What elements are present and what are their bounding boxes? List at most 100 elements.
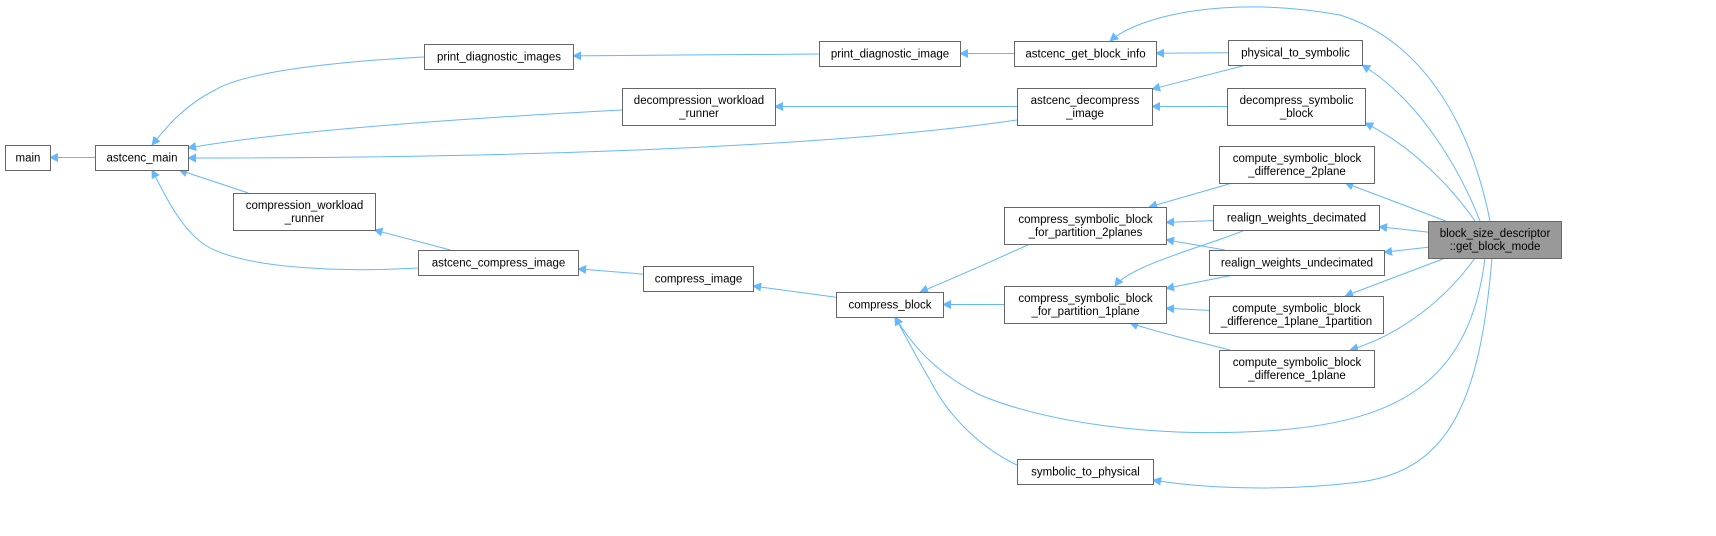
edge-get_block_mode-to-decompress_symbolic_block [1364,122,1476,222]
node-compression_workload_runner[interactable]: compression_workload_runner [233,193,376,231]
edge-print_diagnostic_images-to-astcenc_main [151,56,425,146]
node-box [1209,296,1384,334]
node-label: _runner [678,108,719,120]
node-label: _difference_1plane [1247,370,1346,382]
node-label: astcenc_main [107,153,178,165]
node-label: print_diagnostic_images [437,52,561,64]
node-box [622,88,776,126]
node-label: ::get_block_mode [1450,241,1541,253]
node-label: main [16,153,41,165]
edge-print_diagnostic_image-to-print_diagnostic_images [572,51,820,61]
node-csbd_1plane_1partition[interactable]: compute_symbolic_block_difference_1plane… [1209,296,1384,334]
node-compress_image[interactable]: compress_image [643,266,754,292]
edge-get_block_mode-to-symbolic_to_physical [1152,257,1493,489]
node-csbd_2plane[interactable]: compute_symbolic_block_difference_2plane [1219,146,1375,184]
node-label: compress_block [848,300,931,312]
node-csbd_1plane[interactable]: compute_symbolic_block_difference_1plane [1219,350,1375,388]
node-layer: main astcenc_main print_diagnostic_imagesd… [5,40,1562,485]
edge-get_block_mode-to-astcenc_get_block_info [1109,6,1491,222]
node-realign_weights_decimated[interactable]: realign_weights_decimated [1213,205,1380,231]
edge-get_block_mode-to-realign_weights_undecimated [1383,246,1429,256]
node-print_diagnostic_images[interactable]: print_diagnostic_images [424,44,574,70]
node-box [418,250,579,276]
node-box [1219,350,1375,388]
node-label: astcenc_get_block_info [1025,49,1145,61]
edge-realign_weights_undecimated-to-compress_2planes [1165,236,1226,251]
node-box [1227,88,1366,126]
node-print_diagnostic_image[interactable]: print_diagnostic_image [819,41,961,67]
node-box [1014,41,1157,67]
node-box [1228,40,1363,66]
edge-get_block_mode-to-realign_weights_decimated [1378,223,1429,233]
node-physical_to_symbolic[interactable]: physical_to_symbolic [1228,40,1363,66]
node-label: astcenc_compress_image [432,258,566,270]
node-astcenc_main[interactable]: astcenc_main [95,145,189,171]
node-astcenc_decompress_image[interactable]: astcenc_decompress_image [1017,88,1153,126]
edge-decompression_workload_runner-to-astcenc_main [187,109,623,152]
node-box [836,292,944,318]
node-label: _difference_2plane [1247,166,1346,178]
node-realign_weights_undecimated[interactable]: realign_weights_undecimated [1209,250,1385,276]
node-label: realign_weights_decimated [1227,213,1366,225]
edge-compress_2planes-to-compress_block [919,243,1031,294]
node-box [5,145,51,171]
node-label: compute_symbolic_block [1233,357,1362,369]
node-box [1213,205,1380,231]
edge-csbd_1plane-to-compress_1plane [1129,321,1231,351]
node-decompress_symbolic_block[interactable]: decompress_symbolic_block [1227,88,1366,126]
edge-compress_image-to-astcenc_compress_image [577,265,644,275]
node-box [1004,207,1167,245]
node-box [424,44,574,70]
node-label: _image [1065,108,1104,120]
node-main[interactable]: main [5,145,51,171]
node-label: compression_workload [246,200,364,212]
node-compress_1plane[interactable]: compress_symbolic_block_for_partition_1p… [1004,286,1167,324]
node-label: _runner [284,213,325,225]
node-box [1209,250,1385,276]
edge-symbolic_to_physical-to-compress_block [894,316,1018,466]
node-compress_block[interactable]: compress_block [836,292,944,318]
node-label: compress_symbolic_block [1018,293,1152,305]
edge-astcenc_compress_image-to-astcenc_main [151,169,419,271]
node-label: astcenc_decompress [1031,95,1140,107]
node-box [1219,146,1375,184]
node-box [643,266,754,292]
node-label: print_diagnostic_image [831,49,949,61]
edge-csbd_2plane-to-compress_2planes [1148,182,1233,210]
edge-compress_block-to-compress_image [752,282,837,298]
node-label: physical_to_symbolic [1241,48,1350,60]
node-get_block_mode[interactable]: block_size_descriptor::get_block_mode [1428,221,1562,259]
edge-get_block_mode-to-csbd_1plane [1349,257,1476,352]
node-compress_2planes[interactable]: compress_symbolic_block_for_partition_2p… [1004,207,1167,245]
node-label: _difference_1plane_1partition [1220,316,1372,328]
node-label: compress_symbolic_block [1018,214,1152,226]
node-label: compute_symbolic_block [1232,303,1361,315]
edge-layer [49,6,1493,489]
edge-realign_weights_decimated-to-compress_1plane [1114,229,1246,287]
edge-physical_to_symbolic-to-astcenc_decompress_image [1151,64,1247,92]
node-box [1017,88,1153,126]
edge-astcenc_decompress_image-to-astcenc_main [187,119,1018,163]
node-box [819,41,961,67]
edge-get_block_mode-to-csbd_1plane_1partition [1344,257,1446,298]
node-symbolic_to_physical[interactable]: symbolic_to_physical [1017,459,1154,485]
edge-realign_weights_decimated-to-compress_2planes [1165,217,1214,227]
node-box [1428,221,1562,259]
node-label: compress_image [655,274,743,286]
node-astcenc_compress_image[interactable]: astcenc_compress_image [418,250,579,276]
node-label: realign_weights_undecimated [1221,258,1373,270]
node-box [95,145,189,171]
node-label: _for_partition_2planes [1028,227,1143,239]
edge-get_block_mode-to-compress_block [894,257,1486,434]
node-box [1017,459,1154,485]
node-box [1004,286,1167,324]
node-astcenc_get_block_info[interactable]: astcenc_get_block_info [1014,41,1157,67]
node-box [233,193,376,231]
node-label: block_size_descriptor [1440,228,1551,240]
edge-get_block_mode-to-csbd_2plane [1344,181,1446,222]
node-decompression_workload_runner[interactable]: decompression_workload_runner [622,88,776,126]
node-label: _block [1279,108,1313,120]
node-label: decompression_workload [634,95,764,107]
edge-csbd_1plane_1partition-to-compress_1plane [1165,304,1210,314]
